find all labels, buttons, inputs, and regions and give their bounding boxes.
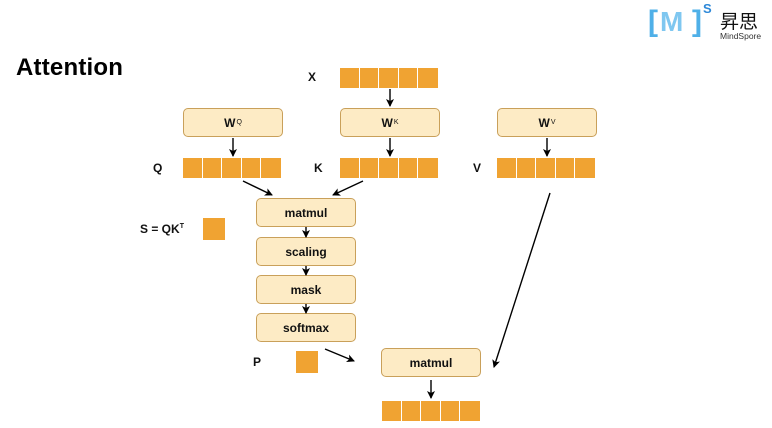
op-mask-box: mask	[256, 275, 356, 304]
arrow-p-to-output-matmul	[324, 348, 355, 363]
vector-cell	[516, 158, 537, 178]
s-formula-base: S = QK	[140, 222, 180, 236]
wk-sub: K	[393, 119, 399, 126]
vector-cell	[401, 401, 422, 421]
vector-cell	[379, 68, 399, 88]
mindspore-logo: [ M ] S 昇思 MindSpore	[648, 1, 772, 45]
op-matmul-box: matmul	[256, 198, 356, 227]
vector-cell	[340, 68, 360, 88]
vector-cell	[497, 158, 517, 178]
op-output-matmul-box: matmul	[381, 348, 481, 377]
matrix-s-square	[203, 218, 225, 240]
vector-v	[497, 158, 595, 178]
vector-cell	[261, 158, 281, 178]
vector-cell	[418, 68, 438, 88]
s-formula-superscript: T	[179, 223, 184, 230]
op-scaling-box: scaling	[256, 237, 356, 266]
logo-english-name: MindSpore	[720, 31, 762, 41]
vector-cell	[460, 401, 480, 421]
vector-k	[340, 158, 438, 178]
label-x: X	[308, 70, 317, 84]
vector-cell	[379, 158, 399, 178]
wq-base: W	[224, 115, 236, 130]
vector-cell	[241, 158, 262, 178]
matrix-p-square	[296, 351, 318, 373]
label-s-formula: S = QKT	[140, 222, 184, 236]
vector-cell	[536, 158, 556, 178]
wv-base: W	[538, 115, 550, 130]
label-v: V	[473, 161, 482, 175]
vector-cell	[421, 401, 441, 421]
vector-cell	[340, 158, 360, 178]
arrow-q-to-matmul	[242, 180, 273, 196]
arrow-k-to-matmul	[332, 180, 364, 196]
vector-cell	[398, 158, 419, 178]
wk-base: W	[381, 115, 393, 130]
vector-cell	[202, 158, 223, 178]
vector-cell	[359, 158, 380, 178]
logo-bracket-right: ]	[692, 5, 702, 38]
logo-superscript: S	[703, 1, 712, 16]
wv-sub: V	[550, 119, 556, 126]
arrow-v-to-output-matmul	[492, 192, 551, 368]
logo-bracket-left: [	[648, 5, 658, 38]
vector-cell	[382, 401, 402, 421]
vector-cell	[440, 401, 461, 421]
vector-cell	[418, 158, 438, 178]
vector-cell	[575, 158, 595, 178]
label-p: P	[253, 355, 262, 369]
label-k: K	[314, 161, 323, 175]
logo-chinese-name: 昇思	[720, 11, 759, 33]
vector-x	[340, 68, 438, 88]
vector-q	[183, 158, 281, 178]
logo-letter: M	[660, 6, 684, 37]
wq-sub: Q	[236, 119, 242, 126]
slide-title: Attention	[16, 54, 124, 81]
vector-cell	[555, 158, 576, 178]
vector-output	[382, 401, 480, 421]
label-q: Q	[153, 161, 163, 175]
vector-cell	[359, 68, 380, 88]
vector-cell	[222, 158, 242, 178]
vector-cell	[398, 68, 419, 88]
vector-cell	[183, 158, 203, 178]
